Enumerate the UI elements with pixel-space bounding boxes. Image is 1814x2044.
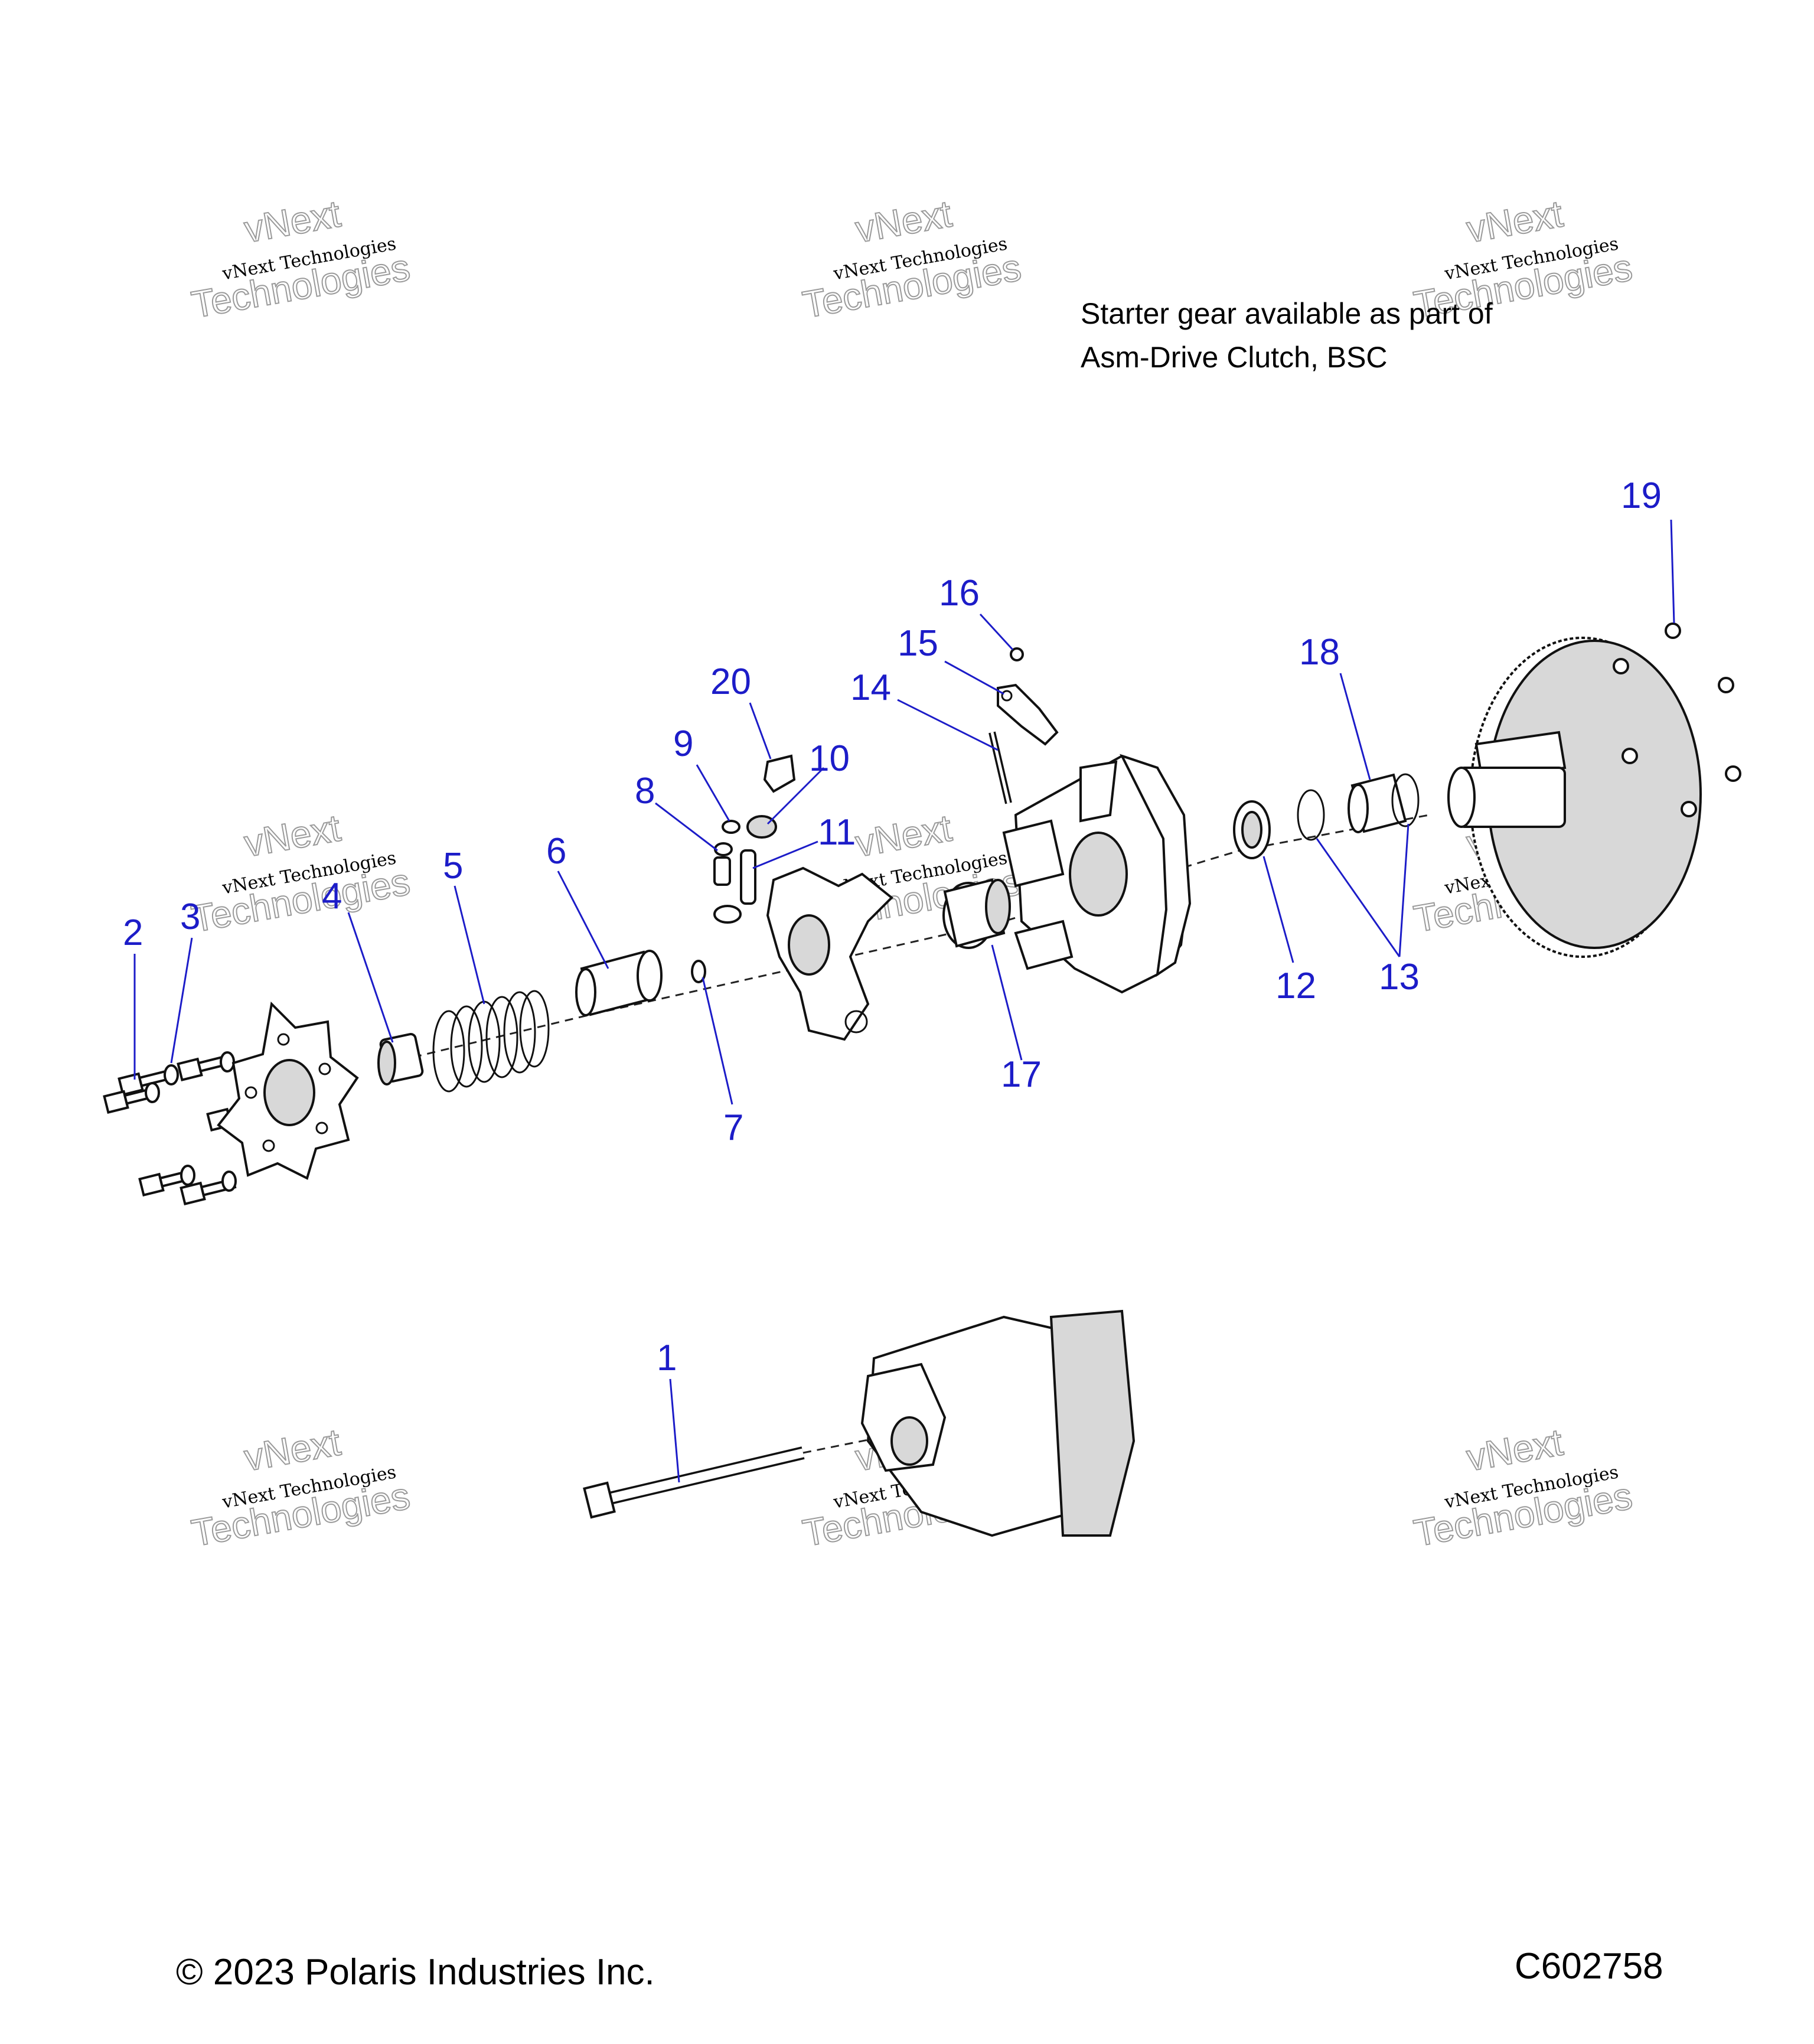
callout-leaders	[133, 519, 1675, 1483]
washer	[220, 1051, 235, 1072]
callout-9: 9	[673, 723, 693, 764]
watermark: vNext vNext Technologies Technologies	[1410, 1420, 1636, 1555]
assembled-drive-clutch	[583, 1309, 1136, 1537]
callout-3: 3	[180, 897, 200, 937]
flange-bolt	[118, 1068, 178, 1097]
svg-text:vNext: vNext	[852, 806, 955, 865]
washer-9	[722, 820, 740, 834]
callout-7: 7	[723, 1107, 743, 1148]
bearing-12	[1233, 800, 1271, 859]
spider-bracket	[217, 1001, 359, 1180]
watermark: vNext vNext Technologies Technologies	[799, 191, 1025, 327]
callout-8: 8	[635, 771, 655, 811]
svg-text:vNext: vNext	[241, 806, 344, 865]
note-line-1: Starter gear available as part of	[1081, 297, 1493, 330]
callout-6: 6	[546, 831, 566, 872]
callout-4: 4	[322, 876, 342, 917]
assembly-axis	[413, 814, 1430, 1058]
snap-ring-13b	[1391, 773, 1420, 827]
fixed-sheave-starter-gear	[1447, 637, 1702, 958]
callout-19: 19	[1621, 475, 1662, 516]
washer	[164, 1064, 179, 1085]
small-hardware	[713, 754, 796, 924]
clip-20	[763, 754, 796, 793]
rivets-19	[1613, 622, 1741, 817]
note-line-2: Asm-Drive Clutch, BSC	[1081, 341, 1388, 374]
diagram-code: C602758	[1515, 1946, 1663, 1987]
callout-2: 2	[123, 912, 143, 953]
svg-text:vNext: vNext	[1463, 192, 1566, 250]
flyweight	[997, 683, 1059, 746]
watermark: vNext vNext Technologies Technologies	[188, 806, 413, 941]
callout-13: 13	[1379, 957, 1420, 997]
watermark: vNext vNext Technologies Technologies	[188, 1420, 413, 1555]
pivot-pin	[988, 731, 1012, 804]
callout-17: 17	[1001, 1054, 1042, 1095]
washer	[180, 1165, 195, 1186]
callout-5: 5	[443, 846, 463, 886]
washer	[145, 1082, 160, 1103]
nut-16	[1010, 647, 1024, 661]
copyright-text: © 2023 Polaris Industries Inc.	[176, 1952, 655, 1993]
watermark: vNext vNext Technologies Technologies	[188, 191, 413, 327]
callout-12: 12	[1275, 966, 1316, 1006]
callout-20: 20	[710, 661, 751, 702]
washer	[713, 905, 742, 924]
bolts-and-washers	[103, 1051, 263, 1206]
svg-text:vNext: vNext	[241, 1420, 344, 1479]
spacer-sleeve	[575, 950, 663, 1016]
moveable-sheave	[1002, 754, 1192, 994]
washer	[221, 1171, 237, 1192]
o-ring	[691, 960, 706, 983]
callout-numbers: 1 2 3 4 5 6 7 8 9 10 11 12 13 14 15 16 1…	[123, 475, 1662, 1378]
svg-text:vNext: vNext	[241, 192, 344, 250]
bushing-18	[1348, 773, 1407, 833]
callout-11: 11	[818, 812, 856, 853]
clutch-spring	[432, 990, 550, 1093]
svg-text:vNext: vNext	[852, 192, 955, 250]
callout-14: 14	[850, 667, 891, 708]
sleeve	[377, 1033, 424, 1085]
bushing-17	[942, 878, 1011, 949]
callout-1: 1	[657, 1338, 677, 1378]
spider-arm	[766, 866, 893, 1041]
roller-pin	[713, 856, 731, 886]
callout-15: 15	[898, 623, 938, 664]
callout-16: 16	[939, 573, 980, 614]
callout-18: 18	[1299, 632, 1340, 673]
roller-11	[740, 849, 756, 905]
snap-ring-13a	[1297, 789, 1325, 841]
callout-10: 10	[809, 738, 850, 779]
washer-8	[714, 842, 733, 856]
starter-gear-note: Starter gear available as part of Asm-Dr…	[1081, 297, 1493, 374]
svg-text:vNext: vNext	[1463, 1420, 1566, 1479]
